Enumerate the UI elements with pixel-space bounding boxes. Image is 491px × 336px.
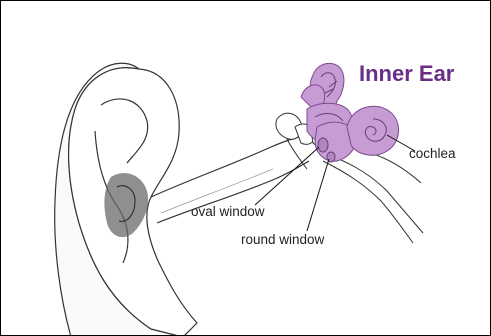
label-cochlea: cochlea [409,146,456,161]
label-round-window: round window [241,232,324,247]
round-window-leader [307,159,329,231]
label-oval-window: oval window [191,204,265,219]
nerve-lines [319,151,423,243]
diagram-title: Inner Ear [359,61,454,87]
oval-window-leader [255,147,319,205]
